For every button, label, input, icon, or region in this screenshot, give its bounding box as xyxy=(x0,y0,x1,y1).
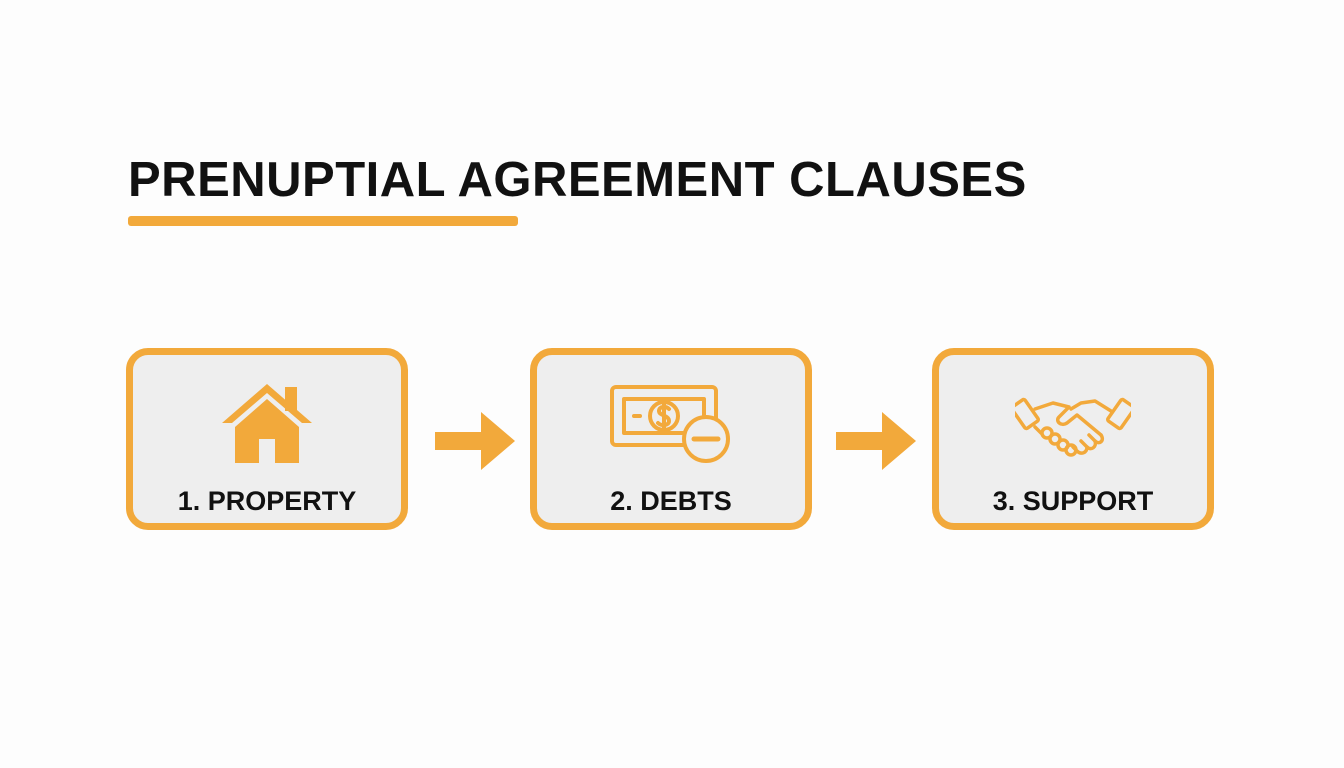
handshake-icon xyxy=(1015,397,1131,457)
step-label-property: 1. PROPERTY xyxy=(177,486,357,516)
diagram-title: PRENUPTIAL AGREEMENT CLAUSES xyxy=(128,153,1027,207)
step-card-debts: 2. DEBTS xyxy=(530,348,812,530)
arrow-right-icon xyxy=(435,412,515,470)
step-card-support: 3. SUPPORT xyxy=(932,348,1214,530)
step-label-support: 3. SUPPORT xyxy=(992,486,1154,516)
arrow-right-icon xyxy=(836,412,916,470)
money-minus-icon xyxy=(610,385,730,463)
house-icon xyxy=(222,384,312,463)
title-underline xyxy=(128,216,518,226)
step-label-debts: 2. DEBTS xyxy=(610,486,732,516)
step-card-property: 1. PROPERTY xyxy=(126,348,408,530)
